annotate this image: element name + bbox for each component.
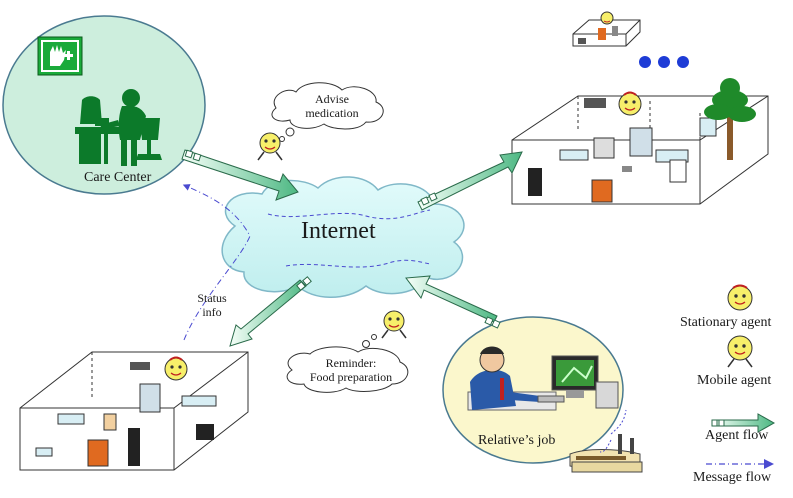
stationary-agent-bottom-home bbox=[164, 356, 188, 381]
relatives-job-node bbox=[442, 316, 624, 464]
advise-line-2: medication bbox=[305, 106, 359, 120]
reminder-line-2: Food preparation bbox=[309, 370, 393, 384]
more-homes-dot-3 bbox=[677, 56, 689, 68]
stationary-agent-small-home bbox=[600, 11, 614, 25]
legend-agent-flow-arrow bbox=[711, 413, 776, 433]
legend-mobile-agent-label: Mobile agent bbox=[697, 373, 772, 388]
more-homes-dot-2 bbox=[658, 56, 670, 68]
status-line-2: info bbox=[202, 305, 222, 319]
relatives-job-label: Relative’s job bbox=[478, 433, 556, 448]
agent-flow-arrow-internet-to-bottom-home bbox=[229, 279, 307, 347]
mobile-agent-reminder bbox=[381, 310, 407, 339]
care-worker-silhouette bbox=[75, 89, 162, 166]
mobile-agent-advise bbox=[257, 132, 283, 161]
legend-stationary-agent-icon bbox=[727, 284, 753, 311]
care-center-logo-hand-plus-icon bbox=[37, 36, 83, 76]
network-device bbox=[569, 434, 643, 473]
stationary-agent-top-home bbox=[618, 91, 642, 116]
internet-cloud bbox=[221, 176, 465, 298]
advise-thought-cloud bbox=[271, 82, 384, 130]
legend-stationary-agent-label: Stationary agent bbox=[680, 315, 772, 330]
reminder-line-1: Reminder: bbox=[325, 356, 377, 370]
small-home-icon bbox=[572, 19, 641, 47]
advise-line-1: Advise bbox=[315, 92, 349, 106]
legend-agent-flow-label: Agent flow bbox=[705, 428, 769, 443]
agent-flow-arrow-care-to-internet bbox=[181, 149, 299, 201]
legend-message-flow-line bbox=[706, 459, 774, 469]
office-worker-illustration bbox=[467, 346, 619, 411]
agent-flow-arrows bbox=[181, 149, 523, 347]
tree-icon bbox=[704, 78, 756, 122]
care-center-label: Care Center bbox=[84, 170, 152, 185]
advise-medication-label: Advise medication bbox=[288, 92, 376, 120]
status-line-1: Status bbox=[197, 291, 227, 305]
legend-mobile-agent-icon bbox=[727, 335, 753, 368]
agent-flow-arrow-relative-to-internet bbox=[405, 275, 498, 323]
legend-message-flow-label: Message flow bbox=[693, 470, 772, 485]
care-center-node bbox=[2, 15, 206, 195]
internet-label: Internet bbox=[301, 218, 376, 244]
reminder-label: Reminder: Food preparation bbox=[296, 356, 406, 384]
more-homes-dot-1 bbox=[639, 56, 651, 68]
status-info-label: Status info bbox=[190, 291, 234, 319]
reminder-thought-cloud bbox=[286, 346, 409, 393]
home-bottom-left bbox=[19, 351, 249, 471]
agent-flow-arrow-internet-to-home bbox=[417, 151, 523, 211]
home-top-right bbox=[511, 78, 769, 205]
